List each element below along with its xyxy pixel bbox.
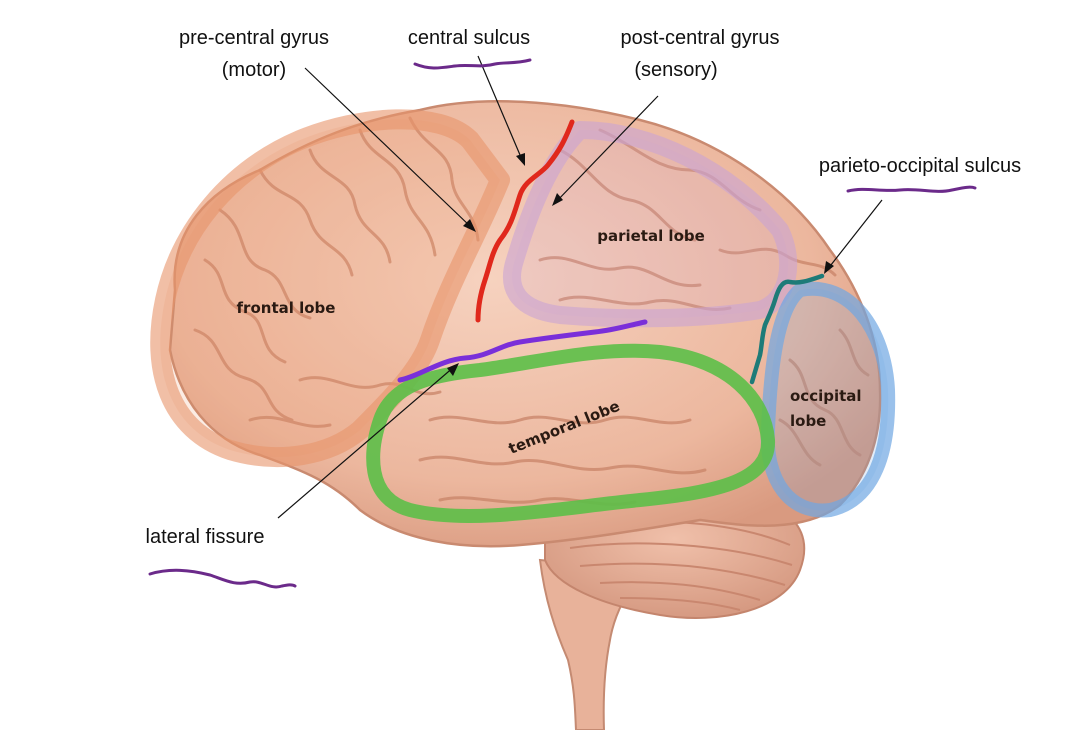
precentral-gyrus-label-line1: pre-central gyrus	[179, 27, 329, 49]
parieto-occipital-sulcus-label: parieto-occipital sulcus	[819, 155, 1021, 177]
frontal-lobe-label: frontal lobe	[237, 299, 336, 317]
lateral-fissure-arrowhead	[447, 363, 459, 376]
parieto-occipital-pointer	[826, 199, 883, 271]
temporal-lobe-outline	[366, 343, 775, 523]
precentral-pointer	[304, 67, 473, 229]
parietal-lobe-label: parietal lobe	[597, 227, 705, 245]
postcentral-arrowhead	[552, 193, 563, 206]
precentral-gyrus-label-line2: (motor)	[222, 59, 286, 81]
central-sulcus-arrowhead	[516, 153, 525, 166]
lateral-fissure-line	[397, 319, 648, 383]
parieto-occipital-arrowhead	[824, 261, 834, 274]
occipital-lobe-outline	[760, 281, 896, 518]
parieto-occipital-sulcus-line	[749, 273, 825, 385]
parieto-occipital-underline	[846, 185, 977, 193]
frontal-lobe-outline	[150, 109, 510, 468]
postcentral-gyrus-label-line1: post-central gyrus	[621, 27, 780, 49]
precentral-arrowhead	[463, 219, 476, 232]
lateral-fissure-pointer	[277, 365, 456, 519]
occipital-lobe-label-line1: occipital	[790, 387, 862, 405]
postcentral-pointer	[554, 95, 659, 204]
parietal-lobe-outline	[503, 121, 798, 328]
central-sulcus-underline	[413, 58, 532, 70]
lateral-fissure-underline	[148, 568, 297, 589]
central-sulcus-label: central sulcus	[408, 27, 530, 49]
lateral-fissure-label: lateral fissure	[146, 526, 265, 548]
occipital-lobe-label-line2: lobe	[790, 412, 826, 430]
postcentral-gyrus-label-line2: (sensory)	[634, 59, 717, 81]
central-sulcus-pointer	[477, 55, 524, 163]
central-sulcus-line	[475, 119, 575, 323]
